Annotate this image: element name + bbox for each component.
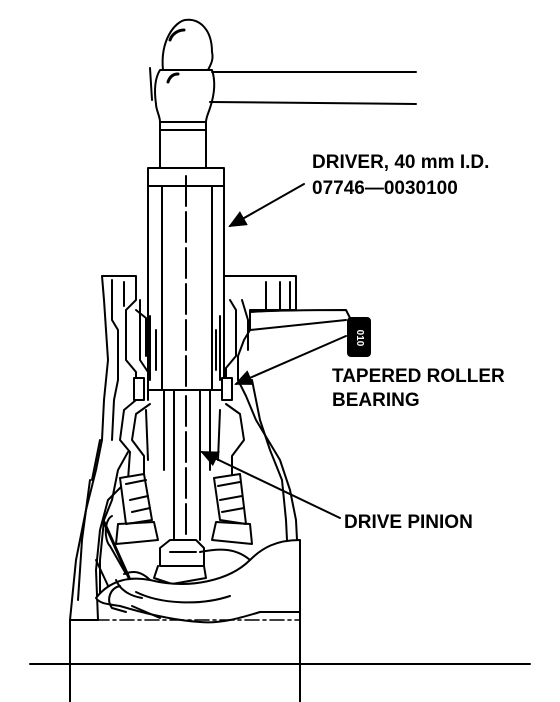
- hand: [95, 515, 301, 624]
- driver-tool: [147, 167, 225, 393]
- driver-label-line1: DRIVER, 40 mm I.D.: [312, 152, 489, 173]
- pinion-label: DRIVE PINION: [344, 512, 473, 533]
- hammer-shine: [168, 28, 186, 42]
- bearing-label-line1: TAPERED ROLLER: [332, 366, 505, 387]
- pinion-shaft: [149, 315, 221, 541]
- hammer-body: [154, 69, 216, 123]
- palm: [95, 539, 301, 624]
- pinion-leader: [200, 451, 341, 519]
- svg-text:010: 010: [354, 330, 365, 347]
- hammer-head: [161, 18, 214, 71]
- driver-label-line2: 07746—0030100: [312, 178, 458, 199]
- tapered-roller-bearing: [115, 377, 253, 545]
- driver-shaft: [147, 185, 225, 391]
- housing-left: [69, 275, 151, 621]
- driver-leader: [228, 183, 305, 227]
- hammer-neck: [159, 121, 207, 169]
- bench: [29, 611, 531, 702]
- hammer-handle: [209, 71, 417, 105]
- bearing-detail-icon: 010: [249, 309, 371, 357]
- bearing-leader: [234, 335, 347, 385]
- bearing-label-line2: BEARING: [332, 390, 420, 411]
- hammer: [149, 18, 417, 169]
